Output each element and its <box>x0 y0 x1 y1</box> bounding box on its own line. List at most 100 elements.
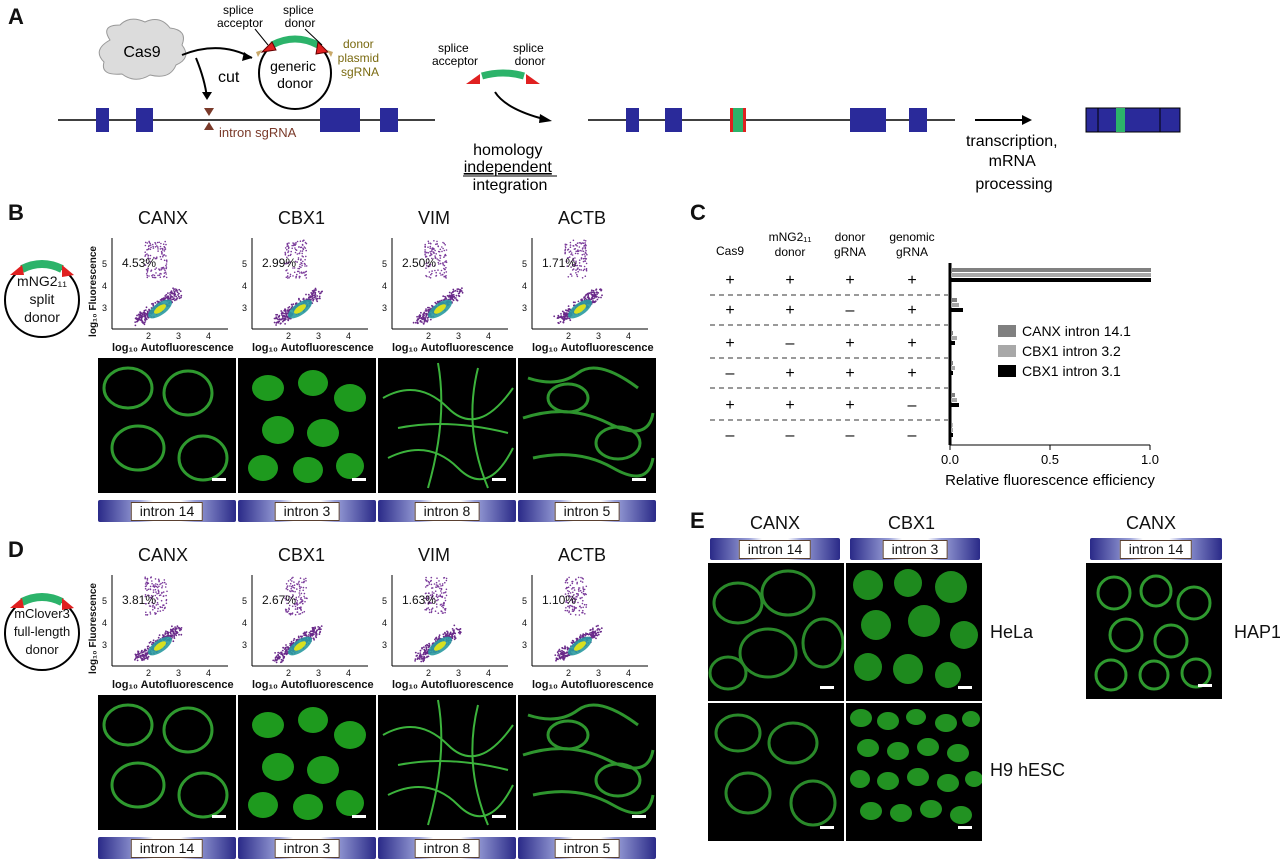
c-cell: + <box>725 272 734 289</box>
panel_d-micrograph <box>378 695 516 830</box>
hii-splice-donor-label: splice donor <box>513 41 547 68</box>
e-gene-canx-hap1: CANX <box>1126 513 1177 533</box>
flow-xtick: 4 <box>486 668 492 678</box>
panel-label-c: C <box>690 200 706 225</box>
e-gene-cbx1: CBX1 <box>888 513 936 533</box>
flow-xtick: 3 <box>596 668 602 678</box>
flow-ytick: 3 <box>242 640 248 650</box>
c-cell: + <box>845 272 854 289</box>
cas9-label: Cas9 <box>123 44 160 61</box>
c-cell: – <box>726 427 735 444</box>
flow-xtick: 4 <box>346 668 352 678</box>
panel-label-a: A <box>8 4 24 29</box>
panel_d-gene-label: CANX <box>138 545 189 565</box>
c-cell: + <box>725 335 734 352</box>
panel_d-intron-bar: intron 8 <box>378 837 516 859</box>
flow-xtick: 4 <box>626 331 632 341</box>
c-bar <box>951 341 955 345</box>
c-cell: + <box>725 397 734 414</box>
hii-label: homology independent integration <box>464 142 557 194</box>
panel_b-gene-label: CBX1 <box>278 208 326 228</box>
flow-xtick: 2 <box>286 668 292 678</box>
flow-ylabel: log₁₀ Fluorescence <box>87 583 99 674</box>
c-cell: + <box>785 397 794 414</box>
generic-donor-label: generic donor <box>270 58 320 91</box>
flow-xtick: 3 <box>316 331 322 341</box>
flow-xtick: 4 <box>346 331 352 341</box>
panel-label-d: D <box>8 537 24 562</box>
panel_d-percent: 1.63% <box>402 593 437 607</box>
panel_d-intron-bar: intron 3 <box>238 837 376 859</box>
flow-ytick: 4 <box>382 281 388 291</box>
flow-xtick: 3 <box>456 668 462 678</box>
e-intron-canx-hap1: intron 14 <box>1090 538 1222 560</box>
flow-xtick: 2 <box>146 331 152 341</box>
image-hela-cbx1 <box>846 563 982 701</box>
panel_d-micrograph <box>518 695 656 830</box>
flow-ytick: 5 <box>242 259 248 269</box>
flow-ytick: 4 <box>242 281 248 291</box>
c-cell: – <box>726 365 735 382</box>
panel-label-e: E <box>690 508 705 533</box>
flow-ylabel: log₁₀ Fluorescence <box>87 246 99 337</box>
panel_d-flow-plot <box>391 575 508 667</box>
panel_b-percent: 1.71% <box>542 256 577 270</box>
c-bar <box>951 371 953 375</box>
flow-xtick: 3 <box>316 668 322 678</box>
panel_d-percent: 1.10% <box>542 593 577 607</box>
flow-xtick: 2 <box>286 331 292 341</box>
transcription-label: transcription, mRNA processing <box>966 133 1062 193</box>
c-xtick-label: 1.0 <box>1141 452 1159 467</box>
panel_d-flow-plot <box>111 575 228 667</box>
c-legend-label: CANX intron 14.1 <box>1022 323 1131 339</box>
e-gene-canx: CANX <box>750 513 801 533</box>
panel_d-micrograph <box>98 695 236 830</box>
c-bar <box>951 398 957 402</box>
panel_b-intron-bar: intron 3 <box>238 500 376 522</box>
c-cell: – <box>908 397 917 414</box>
panel_d-flow-plot <box>251 575 368 667</box>
c-cell: + <box>785 365 794 382</box>
c-legend-label: CBX1 intron 3.1 <box>1022 363 1121 379</box>
cut-label: cut <box>218 69 240 86</box>
flow-xtick: 2 <box>426 331 432 341</box>
flow-ytick: 3 <box>382 640 388 650</box>
flow-xlabel: log₁₀ Autofluorescence <box>392 342 514 354</box>
image-h9-cbx1 <box>846 703 982 841</box>
c-header: genomic <box>889 230 934 244</box>
c-cell: + <box>845 335 854 352</box>
flow-ytick: 3 <box>522 303 528 313</box>
panel_d-percent: 2.67% <box>262 593 297 607</box>
flow-ytick: 3 <box>102 303 108 313</box>
panel_b-intron-bar: intron 5 <box>518 500 656 522</box>
c-xtick-label: 0.5 <box>1041 452 1059 467</box>
c-cell: – <box>786 427 795 444</box>
c-legend-swatch <box>998 325 1016 337</box>
e-cell-hela: HeLa <box>990 622 1034 642</box>
c-cell: + <box>845 397 854 414</box>
flow-ytick: 5 <box>242 596 248 606</box>
c-header: gRNA <box>834 245 866 259</box>
flow-ytick: 5 <box>522 259 528 269</box>
flow-xlabel: log₁₀ Autofluorescence <box>252 342 374 354</box>
c-legend-swatch <box>998 365 1016 377</box>
panel_b-percent: 2.99% <box>262 256 297 270</box>
panel_d-intron-bar: intron 14 <box>98 837 236 859</box>
intron-sgrna-label: intron sgRNA <box>219 125 297 140</box>
panel_d-intron-bar: intron 5 <box>518 837 656 859</box>
cas9-cloud-icon <box>98 18 187 80</box>
flow-ytick: 4 <box>522 618 528 628</box>
panel_b-micrograph <box>98 358 236 493</box>
flow-xtick: 2 <box>566 668 572 678</box>
flow-ytick: 5 <box>382 596 388 606</box>
panel_b-intron-bar: intron 14 <box>98 500 236 522</box>
flow-xlabel: log₁₀ Autofluorescence <box>252 679 374 691</box>
panel_b-gene-label: ACTB <box>558 208 607 228</box>
c-header: gRNA <box>896 245 928 259</box>
c-cell: + <box>907 302 916 319</box>
c-header: donor <box>835 230 866 244</box>
c-header: donor <box>775 245 806 259</box>
